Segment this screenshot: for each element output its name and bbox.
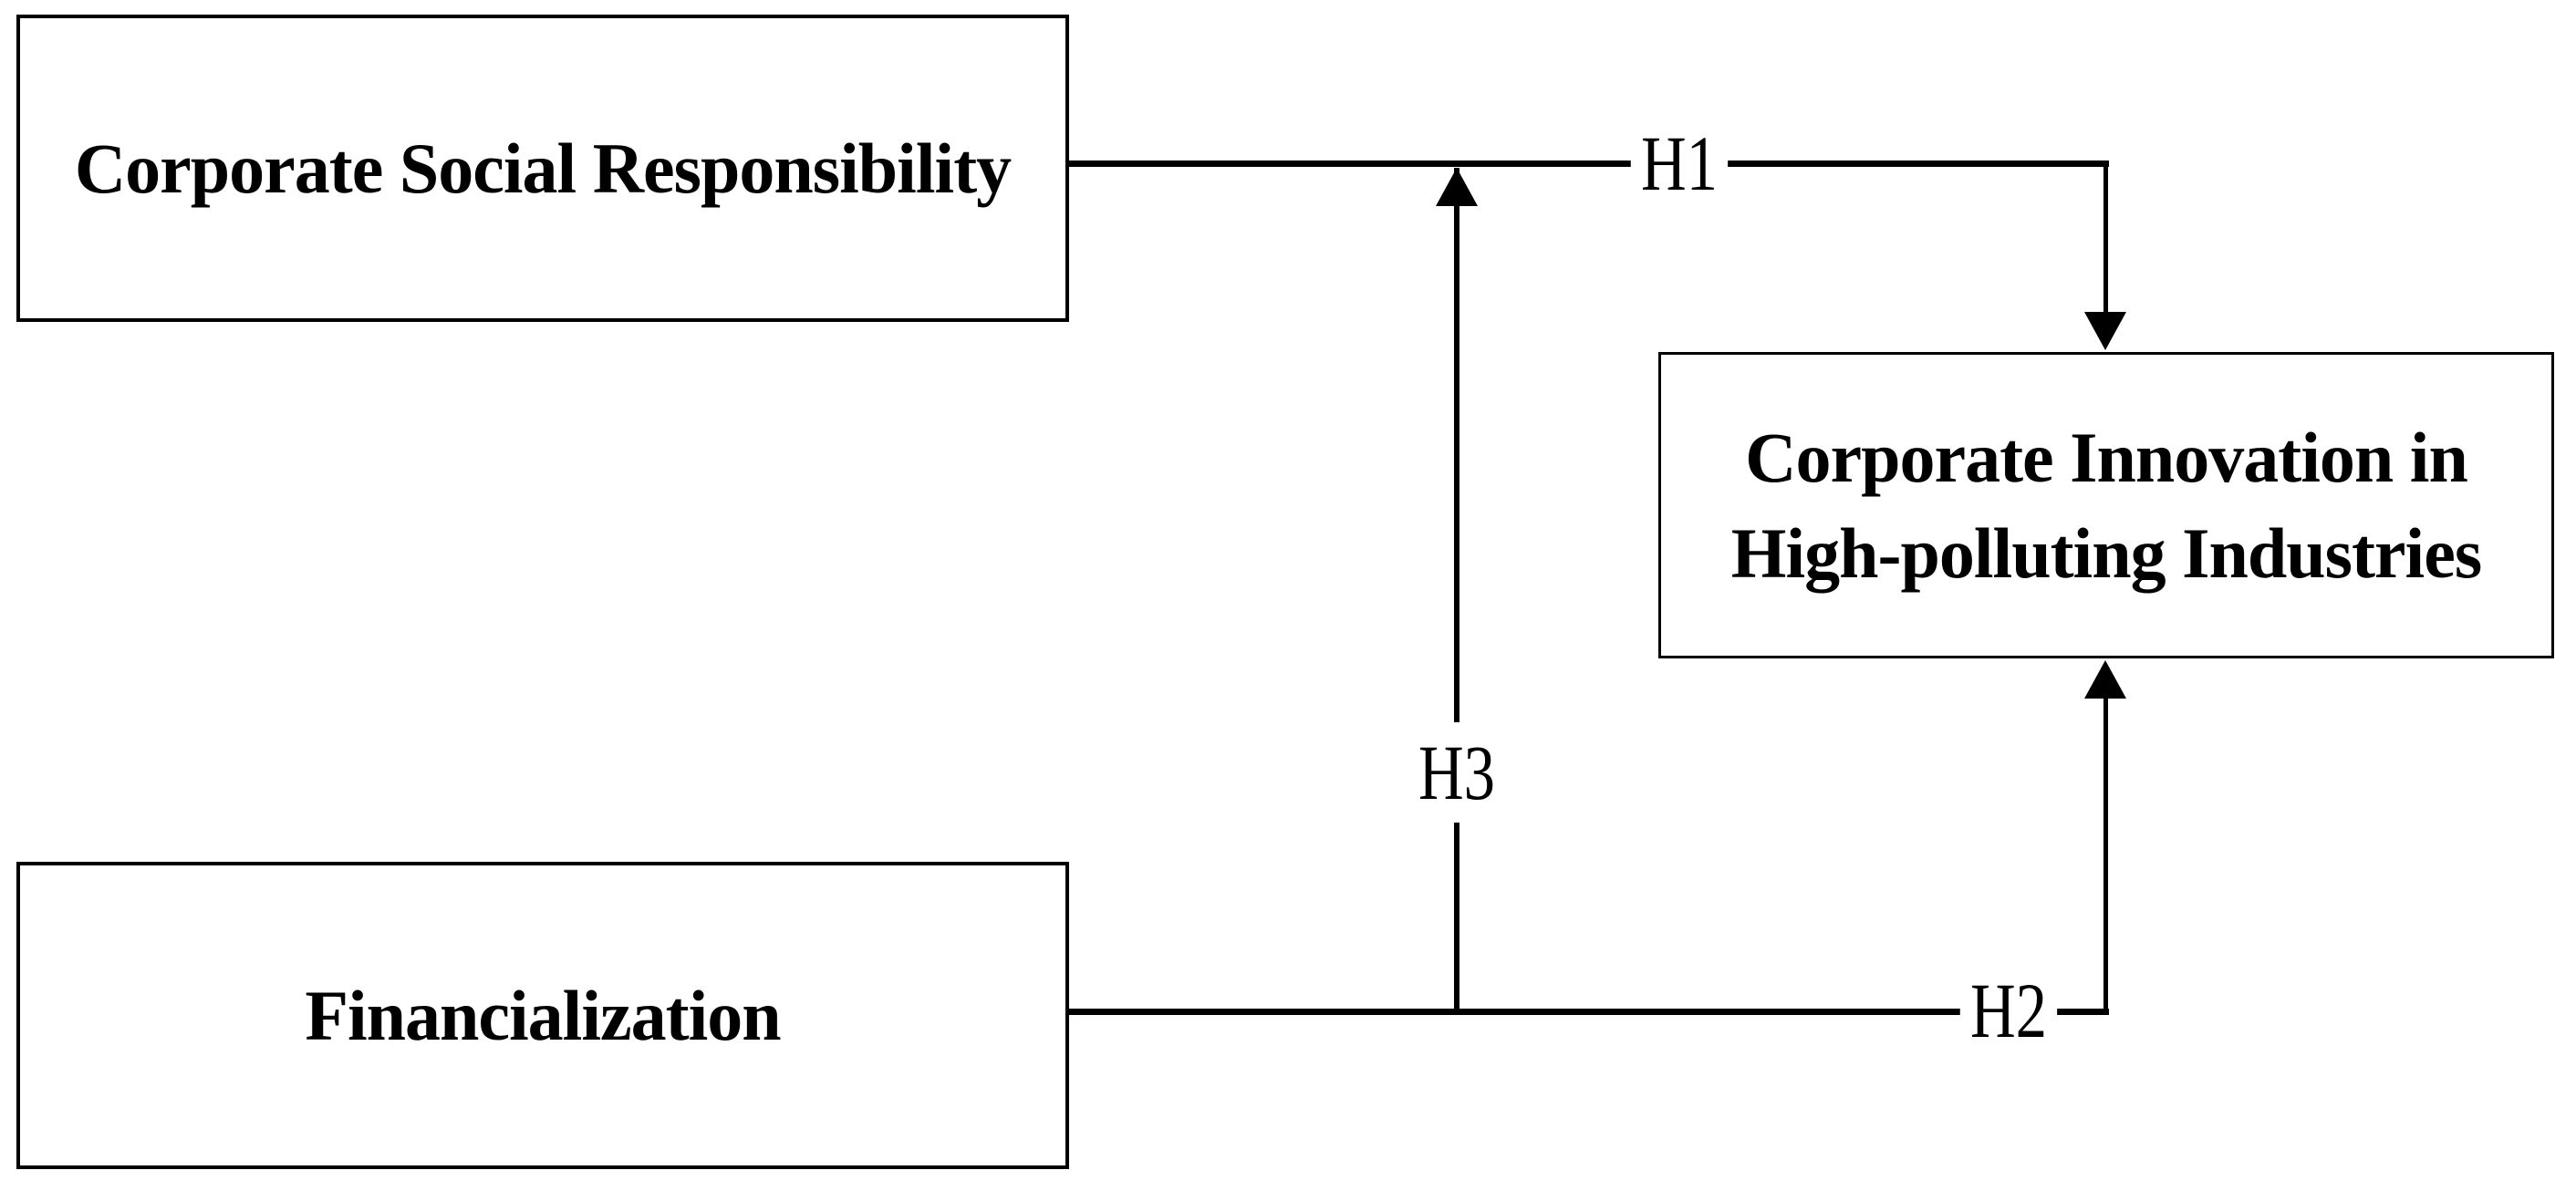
h1-path-horizontal-line (1069, 161, 2109, 167)
h1-path-vertical-line (2103, 164, 2108, 315)
edge-label-h1: H1 (1630, 124, 1729, 202)
h2-arrowhead-up-icon (2084, 660, 2126, 699)
h3-path-vertical-line (1454, 168, 1459, 1012)
node-label-financialization: Financialization (305, 975, 781, 1055)
node-label-corporate-innovation-line1: Corporate Innovation in (1745, 417, 2468, 497)
h3-arrowhead-up-icon (1436, 168, 1478, 206)
node-corporate-social-responsibility: Corporate Social Responsibility (16, 15, 1069, 322)
node-corporate-innovation: Corporate Innovation in High-polluting I… (1658, 352, 2554, 658)
node-label-corporate-innovation-line2: High-polluting Industries (1730, 513, 2482, 593)
edge-label-h2: H2 (1959, 971, 2058, 1050)
edge-label-h3: H3 (1412, 722, 1501, 823)
node-label-corporate-innovation: Corporate Innovation in High-polluting I… (1730, 409, 2482, 602)
node-label-csr: Corporate Social Responsibility (74, 128, 1012, 208)
h2-path-vertical-line (2103, 697, 2108, 1012)
node-financialization: Financialization (16, 862, 1069, 1169)
h1-arrowhead-down-icon (2084, 312, 2126, 350)
h2-path-horizontal-line (1069, 1009, 2109, 1015)
